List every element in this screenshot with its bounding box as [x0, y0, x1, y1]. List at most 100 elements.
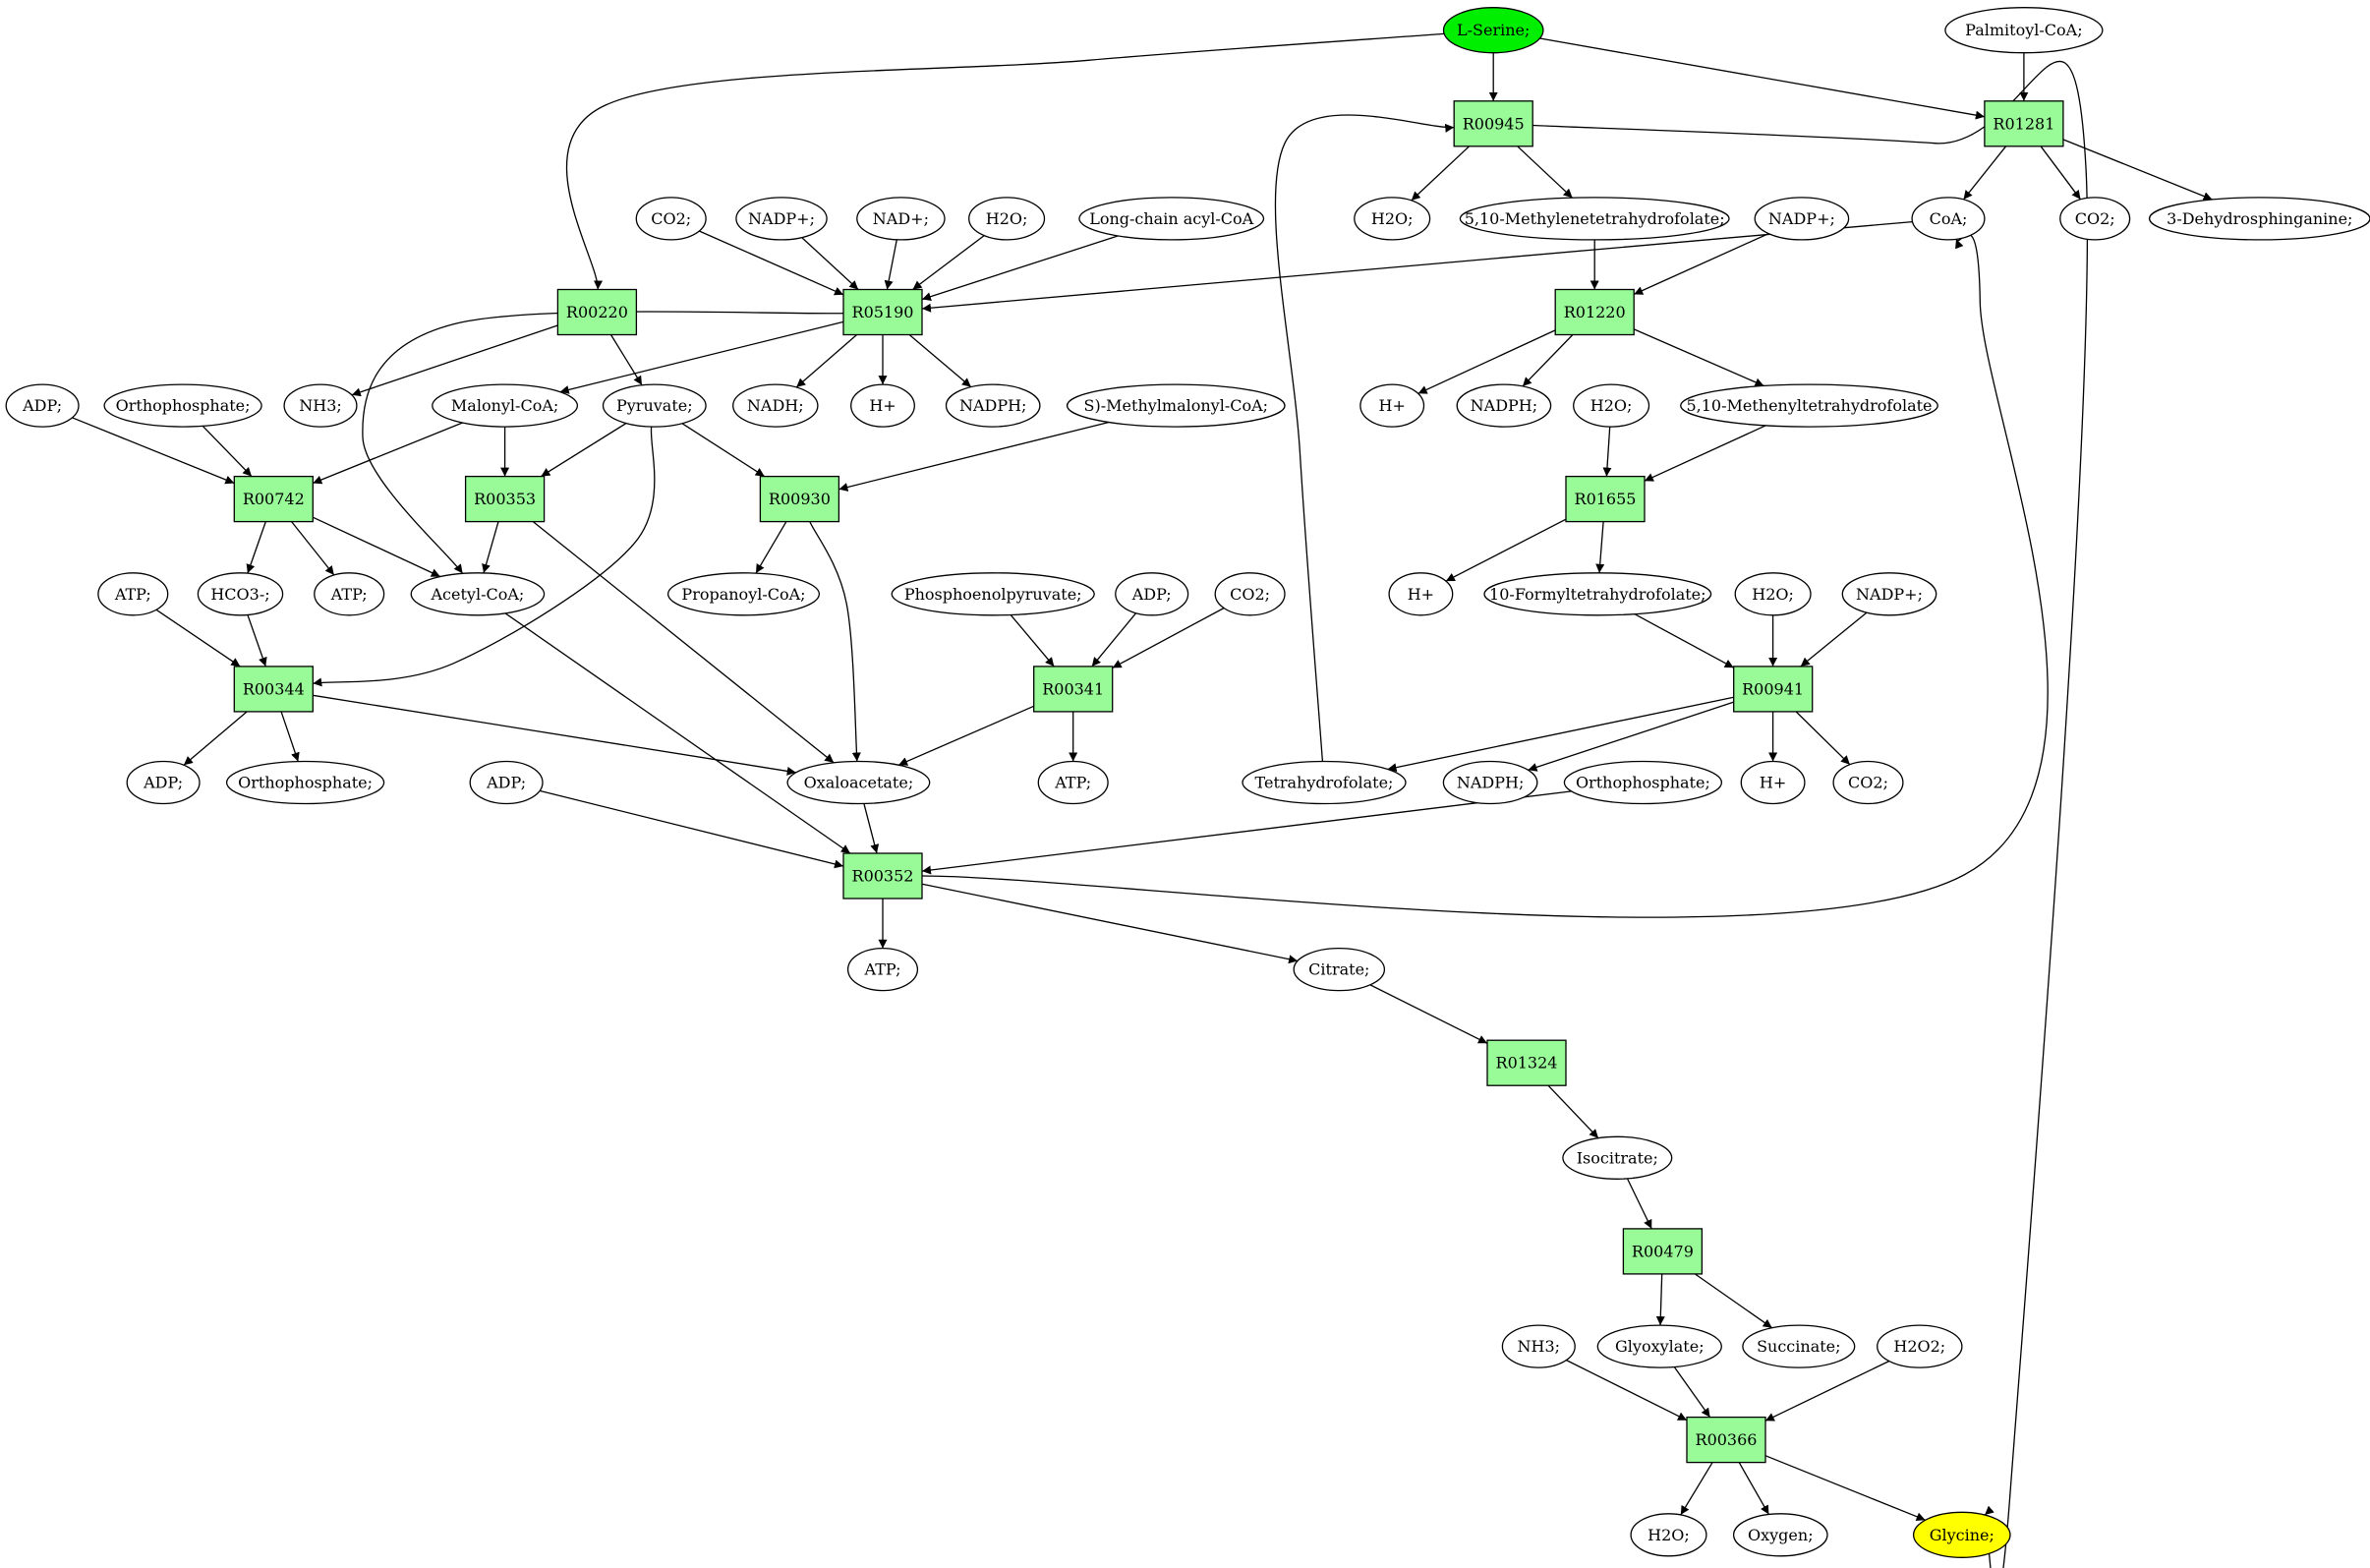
metabolite-node-pep[interactable]: Phosphoenolpyruvate;	[891, 572, 1095, 616]
node-label: Isocitrate;	[1577, 1148, 1658, 1167]
metabolite-node-glycine[interactable]: Glycine;	[1912, 1511, 2011, 1558]
reaction-node-r00945[interactable]: R00945	[1453, 100, 1533, 147]
metabolite-node-methenylthf[interactable]: 5,10-Methenyltetrahydrofolate	[1680, 383, 1938, 428]
edge-citrate-to-r01324	[1369, 984, 1488, 1044]
metabolite-ellipse	[1734, 572, 1812, 616]
metabolite-node-h2o-c[interactable]: H2O;	[1573, 383, 1650, 428]
metabolite-node-h2o-e[interactable]: H2O;	[1630, 1513, 1707, 1557]
metabolite-node-nadph-a[interactable]: NADPH;	[945, 383, 1041, 428]
edge-r00353-to-acetylcoa	[482, 521, 499, 574]
reaction-node-r00941[interactable]: R00941	[1733, 666, 1814, 713]
node-label: Oxygen;	[1748, 1526, 1814, 1544]
metabolite-node-co2-d[interactable]: CO2;	[1832, 760, 1904, 805]
metabolite-node-ortho-b[interactable]: Orthophosphate;	[225, 760, 385, 805]
metabolite-node-thf[interactable]: Tetrahydrofolate;	[1242, 760, 1407, 805]
metabolite-ellipse	[1596, 1324, 1722, 1368]
metabolite-ellipse	[735, 197, 828, 241]
metabolite-node-nadp-c[interactable]: NADP+;	[1841, 572, 1937, 616]
metabolite-node-propanoylcoa[interactable]: Propanoyl-CoA;	[666, 572, 821, 616]
reaction-node-r00352[interactable]: R00352	[842, 852, 923, 900]
metabolite-node-co2-a[interactable]: CO2;	[635, 197, 707, 241]
metabolite-node-atp-a[interactable]: ATP;	[97, 572, 169, 616]
reaction-node-r00366[interactable]: R00366	[1686, 1416, 1766, 1464]
metabolite-node-citrate[interactable]: Citrate;	[1293, 947, 1386, 992]
metabolite-node-hco3[interactable]: HCO3-;	[197, 572, 284, 616]
metabolite-node-nadp-a[interactable]: NADP+;	[735, 197, 828, 241]
reaction-node-r05190[interactable]: R05190	[842, 288, 923, 336]
metabolite-node-h2o2[interactable]: H2O2;	[1877, 1324, 1963, 1368]
reaction-node-r00353[interactable]: R00353	[464, 475, 546, 523]
metabolite-node-co2-c[interactable]: CO2;	[1214, 572, 1286, 616]
edge-methenylthf-to-r01655	[1644, 425, 1766, 482]
reaction-node-r00344[interactable]: R00344	[233, 666, 314, 713]
reaction-node-r00479[interactable]: R00479	[1622, 1228, 1704, 1275]
metabolite-node-glyoxylate[interactable]: Glyoxylate;	[1596, 1324, 1722, 1368]
metabolite-node-h2o-b[interactable]: H2O;	[1354, 197, 1431, 241]
node-label: 5,10-Methenyltetrahydrofolate	[1686, 396, 1932, 415]
reaction-node-r01655[interactable]: R01655	[1565, 475, 1646, 523]
metabolite-node-adp-a[interactable]: ADP;	[5, 383, 80, 428]
node-label: NADP+;	[748, 209, 815, 228]
metabolite-node-nadp-b[interactable]: NADP+;	[1754, 197, 1850, 241]
metabolite-ellipse	[283, 383, 358, 428]
node-label: R00479	[1632, 1242, 1694, 1260]
metabolite-ellipse	[432, 383, 579, 428]
reaction-node-r00742[interactable]: R00742	[233, 475, 314, 523]
metabolite-node-h2o-d[interactable]: H2O;	[1734, 572, 1812, 616]
reaction-box	[1486, 1039, 1567, 1086]
metabolite-node-isocitrate[interactable]: Isocitrate;	[1562, 1135, 1673, 1180]
metabolite-node-atp-d[interactable]: ATP;	[846, 947, 919, 992]
metabolite-node-acetylcoa[interactable]: Acetyl-CoA;	[410, 572, 546, 616]
node-label: R00930	[769, 490, 831, 508]
edge-r00352-to-citrate	[921, 883, 1299, 964]
metabolite-node-atp-b[interactable]: ATP;	[314, 572, 385, 616]
metabolite-node-nad-a[interactable]: NAD+;	[856, 197, 946, 241]
metabolite-node-palmitoyl-coa[interactable]: Palmitoyl-CoA;	[1944, 7, 2104, 54]
metabolite-node-succinate[interactable]: Succinate;	[1742, 1324, 1856, 1368]
reaction-box	[1733, 666, 1814, 713]
metabolite-node-longchain[interactable]: Long-chain acyl-CoA	[1078, 197, 1265, 241]
metabolite-node-smethylmalonyl[interactable]: S)-Methylmalonyl-CoA;	[1066, 383, 1286, 428]
metabolite-node-ortho-c[interactable]: Orthophosphate;	[1563, 760, 1723, 805]
metabolite-node-h-c[interactable]: H+	[1388, 572, 1454, 616]
metabolite-node-adp-c[interactable]: ADP;	[126, 760, 201, 805]
metabolite-node-formylthf[interactable]: 10-Formyltetrahydrofolate;	[1483, 572, 1712, 616]
metabolite-node-adp-d[interactable]: ADP;	[469, 760, 544, 805]
reaction-node-r01324[interactable]: R01324	[1486, 1039, 1567, 1086]
metabolite-node-nadh[interactable]: NADH;	[732, 383, 819, 428]
node-label: R00352	[852, 867, 914, 886]
metabolite-node-methylenethf[interactable]: 5,10-Methylenetetrahydrofolate;	[1459, 197, 1730, 241]
edge-r05190-to-nadh	[795, 334, 858, 388]
metabolite-node-nadph-c[interactable]: NADPH;	[1442, 760, 1538, 805]
metabolite-node-h-d[interactable]: H+	[1740, 760, 1806, 805]
metabolite-node-nadph-b[interactable]: NADPH;	[1456, 383, 1552, 428]
node-label: NADPH;	[959, 396, 1027, 415]
metabolite-node-nh3-b[interactable]: NH3;	[1501, 1324, 1576, 1368]
metabolite-node-co2-b[interactable]: CO2;	[2059, 197, 2131, 241]
metabolite-node-ortho-a[interactable]: Orthophosphate;	[103, 383, 262, 428]
metabolite-node-dehydrosph[interactable]: 3-Dehydrosphinganine;	[2148, 197, 2370, 241]
metabolite-node-l-serine[interactable]: L-Serine;	[1442, 7, 1544, 54]
reaction-node-r00341[interactable]: R00341	[1033, 666, 1114, 713]
metabolite-node-pyruvate[interactable]: Pyruvate;	[602, 383, 707, 428]
metabolite-node-adp-b[interactable]: ADP;	[1115, 572, 1189, 616]
metabolite-node-oxaloacetate[interactable]: Oxaloacetate;	[786, 760, 931, 805]
edge-co2-a-to-r05190	[699, 230, 844, 296]
metabolite-node-atp-c[interactable]: ATP;	[1037, 760, 1109, 805]
metabolite-node-malonylcoa[interactable]: Malonyl-CoA;	[432, 383, 579, 428]
edge-r00930-to-oxaloacetate	[809, 521, 861, 762]
reaction-node-r00930[interactable]: R00930	[759, 475, 840, 523]
metabolite-ellipse	[635, 197, 707, 241]
metabolite-node-h-b[interactable]: H+	[1359, 383, 1425, 428]
metabolite-node-nh3-a[interactable]: NH3;	[283, 383, 358, 428]
metabolite-node-h-a[interactable]: H+	[850, 383, 915, 428]
reaction-node-r00220[interactable]: R00220	[556, 288, 638, 336]
metabolite-ellipse	[469, 760, 544, 805]
metabolite-node-coa[interactable]: CoA;	[1911, 197, 1986, 241]
metabolite-node-oxygen[interactable]: Oxygen;	[1732, 1513, 1828, 1557]
reaction-node-r01281[interactable]: R01281	[1984, 100, 2064, 147]
metabolite-ellipse	[1742, 1324, 1856, 1368]
edge-ortho-c-to-r00352	[921, 790, 1572, 875]
metabolite-node-h2o-a[interactable]: H2O;	[968, 197, 1046, 241]
reaction-node-r01220[interactable]: R01220	[1554, 288, 1635, 336]
